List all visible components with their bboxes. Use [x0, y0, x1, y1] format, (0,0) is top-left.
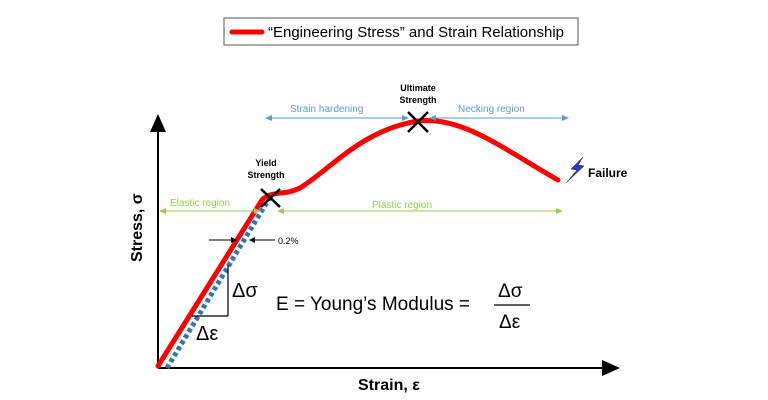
region-plastic: Plastic region — [277, 200, 563, 214]
necking-label: Necking region — [458, 104, 525, 115]
yield-marker: Yield Strength — [248, 158, 285, 208]
delta-epsilon-label: Δε — [196, 323, 218, 345]
legend-label: “Engineering Stress” and Strain Relation… — [268, 24, 564, 41]
delta-sigma-label: Δσ — [232, 280, 258, 302]
failure-marker: Failure — [565, 156, 628, 184]
y-axis-label: Stress, σ — [129, 193, 146, 262]
axes: Strain, ε Stress, σ — [129, 114, 620, 394]
strain-hardening-label: Strain hardening — [290, 104, 363, 115]
ultimate-label-line1: Ultimate — [400, 83, 436, 93]
legend: “Engineering Stress” and Strain Relation… — [223, 17, 579, 46]
yield-label-line1: Yield — [255, 158, 276, 168]
region-strain-hardening: Strain hardening — [265, 104, 409, 121]
equation-numerator: Δσ — [498, 281, 523, 302]
equation-denominator: Δε — [499, 312, 521, 333]
legend-box — [223, 17, 579, 46]
x-axis-label: Strain, ε — [358, 377, 420, 394]
elastic-label: Elastic region — [170, 198, 230, 209]
stress-strain-curve — [155, 117, 561, 369]
yield-label-line2: Strength — [248, 170, 285, 180]
ultimate-x-mark-2 — [407, 111, 429, 133]
region-necking: Necking region — [429, 104, 569, 121]
equation-lhs: E = Young’s Modulus = — [276, 294, 470, 315]
offset-line — [164, 195, 273, 370]
offset-annotation: 0.2% — [209, 236, 299, 246]
lightning-icon — [565, 156, 585, 184]
plastic-label: Plastic region — [372, 200, 432, 211]
youngs-modulus-equation: E = Young’s Modulus = Δσ Δε — [276, 281, 530, 333]
slope-triangle: Δσ Δε — [192, 265, 258, 345]
ultimate-marker: Ultimate Strength — [400, 83, 437, 133]
yield-x-mark-2 — [260, 188, 281, 208]
offset-label: 0.2% — [278, 236, 299, 246]
region-elastic: Elastic region — [159, 198, 261, 214]
ultimate-label-line2: Strength — [400, 95, 437, 105]
failure-label: Failure — [588, 166, 628, 180]
